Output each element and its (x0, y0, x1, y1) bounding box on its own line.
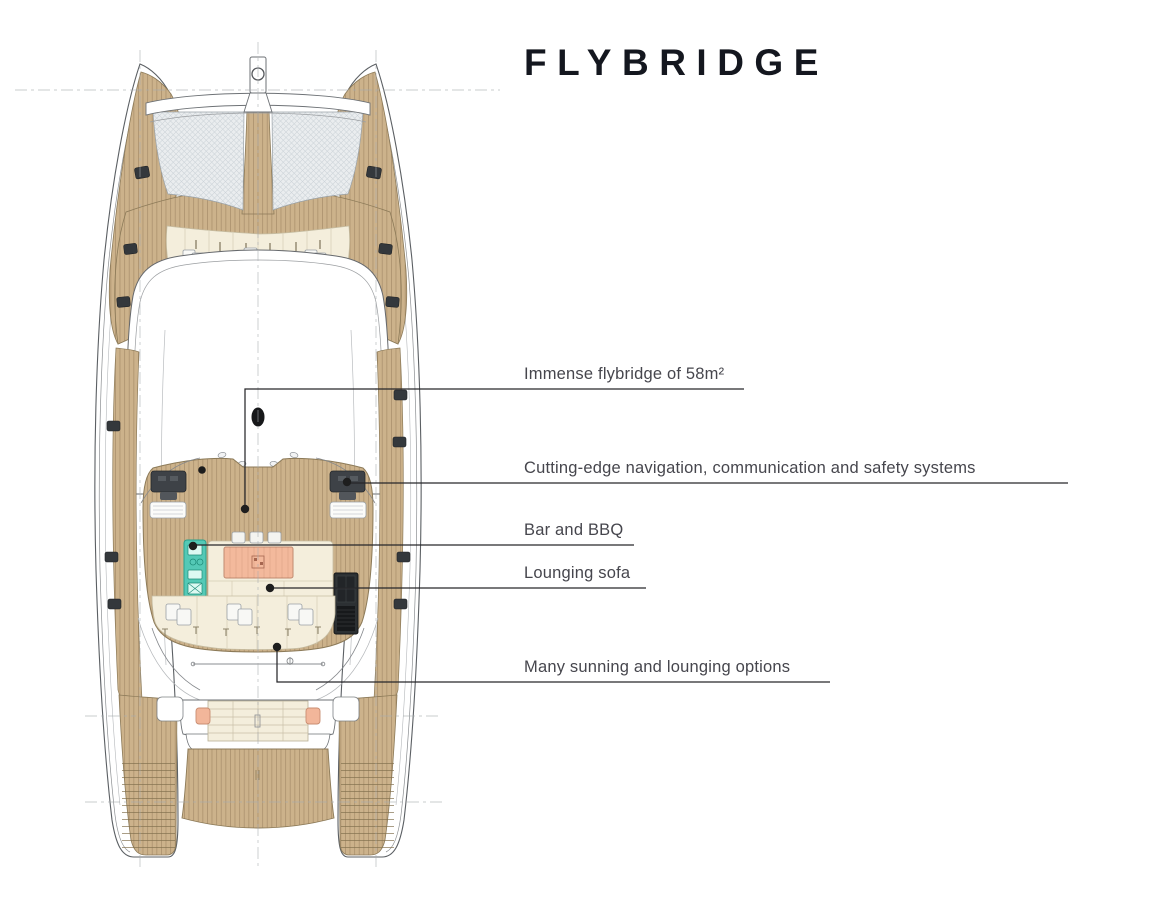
boarding-step-right (332, 696, 360, 722)
page-title: FLYBRIDGE (524, 42, 829, 83)
leader-dots (188, 477, 352, 652)
construction-lines (15, 42, 500, 868)
helm-station-right (329, 470, 367, 519)
annotation-flybridge-size: Immense flybridge of 58m² (524, 365, 725, 383)
aft-pad-right (305, 707, 321, 725)
side-decks (112, 329, 404, 701)
bar-stools (231, 531, 282, 544)
annotation-navigation-systems: Cutting-edge navigation, communication a… (524, 459, 976, 477)
bbq-grill (333, 572, 359, 635)
trampolines (152, 111, 364, 211)
cockpit-handles (195, 240, 321, 252)
deck-fitting (198, 466, 206, 474)
bar-unit (183, 539, 207, 599)
aft-pad-left (195, 707, 211, 725)
cleats (104, 165, 411, 610)
trampoline-left (152, 111, 245, 211)
bar-table (223, 546, 294, 579)
coachroof-vents (217, 452, 299, 467)
sunpads (151, 595, 336, 650)
annotation-lounging-sofa: Lounging sofa (524, 564, 631, 582)
helm-station-left (149, 470, 187, 519)
sunpad-handles (162, 626, 321, 636)
boarding-step-left (156, 696, 184, 722)
leader-flybridge-size (244, 388, 744, 509)
lounge-chairs (165, 603, 314, 626)
leader-lines (193, 388, 1068, 683)
leader-sunning (276, 647, 830, 683)
annotation-sunning-options: Many sunning and lounging options (524, 658, 791, 676)
annotation-bar-bbq: Bar and BBQ (524, 521, 624, 539)
trampoline-right (271, 111, 364, 211)
